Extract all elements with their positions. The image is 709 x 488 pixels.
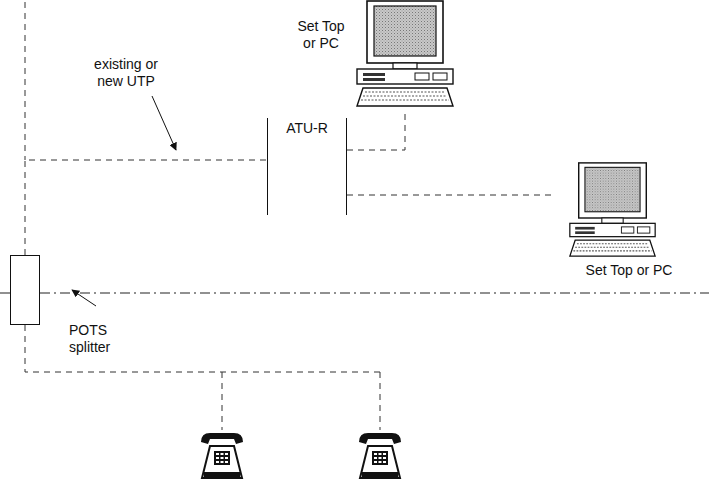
terminal-device: Set Top or PC — [290, 0, 456, 112]
computer-icon — [570, 163, 655, 256]
network-line — [25, 2, 26, 160]
node-label: Set Top or PC — [555, 262, 703, 279]
leader-arrow — [152, 96, 176, 150]
dashed-connector — [347, 195, 555, 196]
dashed-connector — [25, 160, 267, 255]
telephone-icon — [359, 433, 401, 478]
dashed-connector — [347, 112, 405, 150]
node-label: POTS splitter — [69, 322, 141, 356]
node-label: Set Top or PC — [290, 18, 352, 52]
modem-box: ATU-R — [267, 118, 347, 215]
computer-icon — [357, 1, 453, 106]
terminal-device: Set Top or PC — [555, 160, 703, 283]
callout-label: existing or new UTP — [82, 56, 170, 90]
premises-boundary — [0, 292, 709, 293]
telephone-icon — [201, 433, 243, 478]
node-label: ATU-R — [268, 120, 346, 137]
splitter-box: POTS splitter — [10, 255, 40, 325]
leader-arrow — [72, 290, 96, 306]
